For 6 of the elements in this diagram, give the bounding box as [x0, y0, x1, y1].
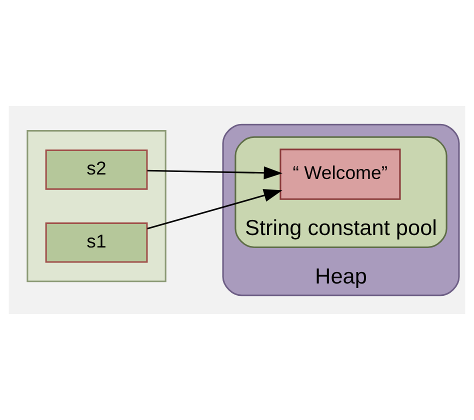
arrow [147, 189, 282, 230]
node-box: s1 [45, 222, 148, 263]
cluster [26, 130, 166, 282]
node-box: s2 [45, 149, 148, 190]
arrow [147, 166, 282, 180]
node-box: “ Welcome” [280, 148, 401, 200]
